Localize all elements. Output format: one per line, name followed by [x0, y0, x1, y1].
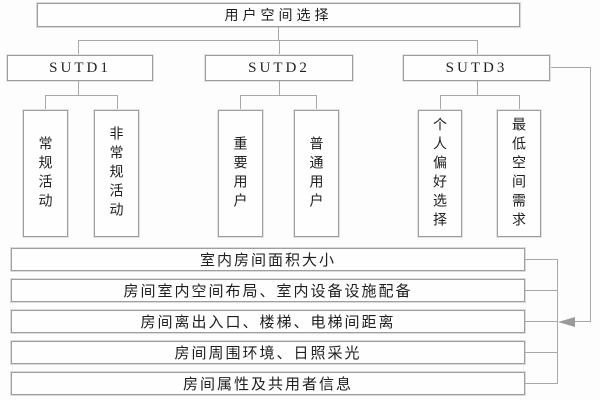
connector-line — [117, 95, 118, 110]
node-important-user: 重要用户 — [218, 110, 263, 237]
node-sutd1: SUTD1 — [7, 55, 153, 81]
node-ordinary-user-label: 普通用户 — [308, 135, 325, 212]
connector-line — [440, 95, 441, 110]
node-ordinary-user: 普通用户 — [294, 110, 339, 237]
factor-bar-layout-equipment: 房间室内空间布局、室内设备设施配备 — [11, 279, 525, 302]
connector-line — [240, 95, 241, 110]
connector-line — [525, 321, 557, 322]
connector-line — [525, 352, 557, 353]
connector-line — [45, 95, 118, 96]
connector-line — [45, 95, 46, 110]
connector-line — [525, 383, 557, 384]
connector-line — [557, 259, 558, 384]
factor-bar-room-area: 室内房间面积大小 — [11, 248, 525, 271]
connector-line — [279, 40, 280, 55]
node-minimum-space-need-label: 最低空间需求 — [511, 116, 527, 231]
node-irregular-activity: 非常规活动 — [94, 110, 139, 237]
connector-line — [525, 290, 557, 291]
factor-bar-entrance-distance: 房间离出入口、楼梯、电梯间距离 — [11, 310, 525, 333]
node-personal-preference: 个人偏好选择 — [418, 110, 462, 237]
arrowhead-icon — [558, 317, 575, 327]
node-sutd1-label: SUTD1 — [49, 59, 111, 76]
node-sutd3: SUTD3 — [403, 55, 550, 81]
connector-line — [278, 27, 279, 40]
connector-line — [78, 81, 79, 95]
node-user-space-selection-label: 用户空间选择 — [224, 7, 333, 23]
node-personal-preference-label: 个人偏好选择 — [432, 116, 448, 231]
connector-line — [574, 321, 591, 322]
connector-line — [440, 95, 519, 96]
connector-line — [78, 40, 79, 55]
factor-bar-environment-daylight: 房间周围环境、日照采光 — [11, 341, 525, 364]
node-sutd2: SUTD2 — [205, 55, 353, 81]
node-sutd2-label: SUTD2 — [248, 59, 310, 76]
factor-bar-layout-equipment-label: 房间室内空间布局、室内设备设施配备 — [123, 283, 413, 300]
connector-line — [279, 81, 280, 95]
connector-line — [316, 95, 317, 110]
factor-bar-attributes-cousers-label: 房间属性及共用者信息 — [182, 376, 353, 393]
connector-line — [590, 67, 591, 322]
node-regular-activity-label: 常规活动 — [37, 135, 54, 212]
node-irregular-activity-label: 非常规活动 — [108, 126, 125, 221]
factor-bar-environment-daylight-label: 房间周围环境、日照采光 — [174, 345, 362, 362]
connector-line — [78, 40, 478, 41]
connector-line — [240, 95, 317, 96]
node-sutd3-label: SUTD3 — [445, 59, 508, 76]
factor-bar-attributes-cousers: 房间属性及共用者信息 — [11, 372, 525, 395]
connector-line — [551, 67, 590, 68]
node-minimum-space-need: 最低空间需求 — [497, 110, 541, 237]
connector-line — [519, 95, 520, 110]
node-user-space-selection: 用户空间选择 — [37, 3, 520, 27]
factor-bar-entrance-distance-label: 房间离出入口、楼梯、电梯间距离 — [140, 314, 396, 331]
factor-bar-room-area-label: 室内房间面积大小 — [199, 252, 336, 269]
node-important-user-label: 重要用户 — [232, 135, 249, 212]
connector-line — [477, 81, 478, 95]
connector-line — [525, 259, 557, 260]
connector-line — [477, 40, 478, 55]
node-regular-activity: 常规活动 — [23, 110, 68, 237]
